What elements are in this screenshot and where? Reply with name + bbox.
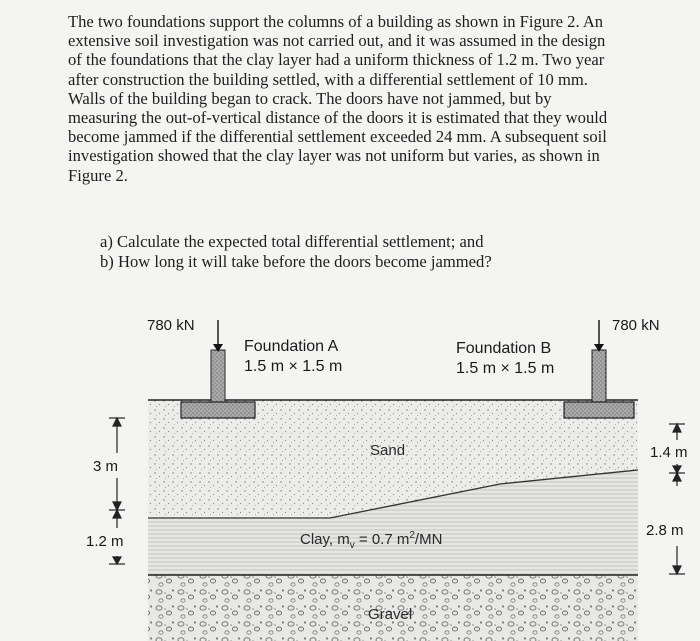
dim-label-right-clay: 2.8 m	[646, 522, 684, 539]
clay-layer	[148, 470, 638, 575]
problem-statement: The two foundations support the columns …	[68, 12, 696, 185]
soil-profile-diagram	[109, 320, 685, 641]
load-label-a: 780 kN	[147, 317, 195, 334]
sand-label: Sand	[370, 442, 406, 459]
question-b: b) How long it will take before the door…	[100, 252, 492, 271]
dim-label-left-sand: 3 m	[93, 458, 119, 475]
load-arrowhead-a	[213, 344, 223, 352]
footing-a	[180, 401, 256, 419]
clay-label-unit: /MN	[414, 531, 443, 548]
column-b	[591, 349, 607, 403]
problem-line: Figure 2.	[68, 165, 128, 185]
problem-line: extensive soil investigation was not car…	[68, 31, 606, 51]
problem-line: of the foundations that the clay layer h…	[68, 50, 605, 70]
problem-line: investigation showed that the clay layer…	[68, 146, 600, 166]
clay-label: Clay, mv = 0.7 m2/MN	[300, 530, 442, 551]
dim-label-left-clay: 1.2 m	[86, 533, 124, 550]
foundation-b-size: 1.5 m × 1.5 m	[456, 360, 555, 377]
figure-2-soil-profile: 780 kN 780 kN Foundation A 1.5 m × 1.5 m…	[0, 300, 700, 641]
gravel-label: Gravel	[368, 606, 413, 623]
question-list: a) Calculate the expected total differen…	[100, 232, 492, 272]
problem-line: after construction the building settled,…	[68, 69, 588, 89]
left-dimension-lines	[109, 416, 125, 566]
gravel-layer	[148, 575, 638, 641]
clay-label-value: = 0.7 m	[354, 531, 410, 548]
question-a: a) Calculate the expected total differen…	[100, 232, 484, 251]
foundation-a-name: Foundation A	[244, 338, 339, 355]
foundation-b-name: Foundation B	[456, 340, 552, 357]
load-arrowhead-b	[594, 344, 604, 352]
right-dimension-lines	[669, 422, 685, 576]
problem-line: become jammed if the differential settle…	[68, 127, 607, 147]
clay-label-subscript: v	[349, 540, 355, 551]
footing-b	[563, 401, 635, 419]
problem-line: The two foundations support the columns …	[68, 12, 604, 31]
load-label-b: 780 kN	[612, 317, 660, 334]
column-a	[210, 349, 226, 403]
problem-line: measuring the out-of-vertical distance o…	[68, 107, 608, 127]
dim-label-right-sand: 1.4 m	[650, 444, 688, 461]
sand-clay-boundary	[148, 469, 639, 519]
clay-label-superscript: 2	[409, 530, 415, 541]
foundation-a-size: 1.5 m × 1.5 m	[244, 358, 343, 375]
problem-line: Walls of the building began to crack. Th…	[68, 88, 552, 108]
clay-label-text: Clay, m	[300, 531, 350, 548]
